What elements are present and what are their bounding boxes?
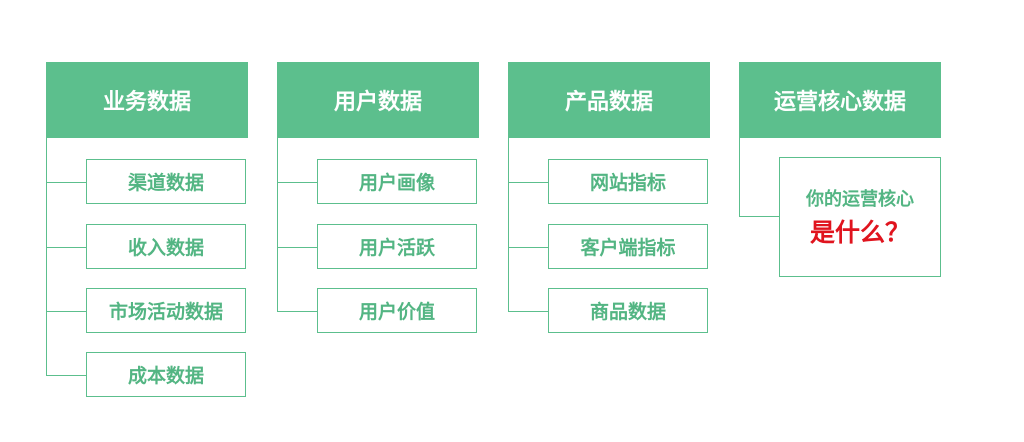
- item-box: 用户活跃: [317, 224, 477, 269]
- item-box: 成本数据: [86, 352, 246, 397]
- column-business-data: 业务数据 渠道数据 收入数据 市场活动数据 成本数据: [46, 62, 248, 442]
- item-box: 用户画像: [317, 159, 477, 204]
- column-core-data: 运营核心数据 你的运营核心 是什么？: [739, 62, 941, 442]
- item-box: 客户端指标: [548, 224, 708, 269]
- item-box: 渠道数据: [86, 159, 246, 204]
- connector-branch: [46, 182, 86, 183]
- item-box: 商品数据: [548, 288, 708, 333]
- item-box: 网站指标: [548, 159, 708, 204]
- connector-branch: [508, 311, 548, 312]
- column-product-data: 产品数据 网站指标 客户端指标 商品数据: [508, 62, 710, 442]
- connector-branch: [739, 216, 779, 217]
- column-user-data: 用户数据 用户画像 用户活跃 用户价值: [277, 62, 479, 442]
- connector-line: [46, 138, 47, 375]
- column-header: 产品数据: [508, 62, 710, 138]
- question-box: 你的运营核心 是什么？: [779, 157, 941, 277]
- column-header: 业务数据: [46, 62, 248, 138]
- connector-branch: [277, 311, 317, 312]
- connector-branch: [46, 375, 86, 376]
- connector-branch: [277, 247, 317, 248]
- connector-line: [739, 138, 740, 216]
- item-box: 用户价值: [317, 288, 477, 333]
- column-header: 运营核心数据: [739, 62, 941, 138]
- connector-branch: [46, 247, 86, 248]
- connector-branch: [508, 182, 548, 183]
- question-line-2: 是什么？: [809, 218, 910, 247]
- connector-line: [277, 138, 278, 311]
- question-line-1: 你的运营核心: [806, 189, 914, 210]
- connector-branch: [46, 311, 86, 312]
- connector-line: [508, 138, 509, 311]
- column-header: 用户数据: [277, 62, 479, 138]
- connector-branch: [277, 182, 317, 183]
- item-box: 收入数据: [86, 224, 246, 269]
- item-box: 市场活动数据: [86, 288, 246, 333]
- connector-branch: [508, 247, 548, 248]
